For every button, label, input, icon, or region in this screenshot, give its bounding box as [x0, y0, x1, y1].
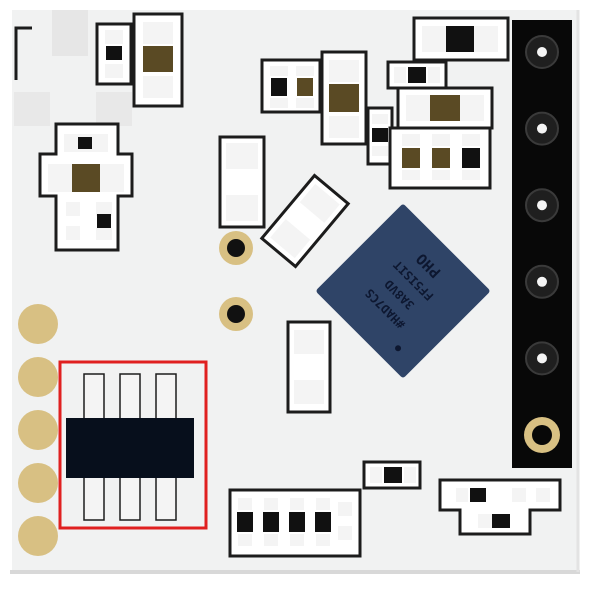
- qfn-ic: PHO FF5ISIT 3A8VD #HAD7CS: [316, 204, 490, 378]
- faded-pad: [96, 92, 132, 126]
- header-pin: [525, 264, 559, 299]
- header-pin: [525, 341, 559, 376]
- resistor-r5: [396, 86, 494, 130]
- component-q1: [38, 122, 134, 252]
- capacitor-c3: [259, 173, 351, 269]
- capacitor-c2: [218, 135, 266, 229]
- component-r2: [260, 58, 322, 114]
- component-r4: [412, 16, 510, 62]
- sot23-highlight-box: [58, 360, 208, 530]
- via: [219, 231, 253, 265]
- sot23-component: [66, 373, 194, 521]
- ic-pin1-dot: [395, 345, 402, 352]
- component-c5: [366, 106, 394, 166]
- resistor-r1: [132, 12, 184, 108]
- header-pin: [524, 417, 560, 453]
- faded-pad: [52, 10, 88, 56]
- header-pin: [525, 188, 559, 223]
- header-pin: [525, 111, 559, 146]
- edge-pad: [18, 357, 58, 397]
- component-array-1: [388, 126, 492, 190]
- edge-pad: [18, 463, 58, 503]
- via: [219, 297, 253, 331]
- edge-pad: [18, 410, 58, 450]
- header-pins: [524, 35, 560, 453]
- pin-header: [512, 20, 572, 468]
- edge-pad: [18, 516, 58, 556]
- faded-pad: [14, 92, 50, 126]
- edge-pad: [18, 304, 58, 344]
- component-c6: [386, 60, 448, 90]
- resistor-r3: [320, 50, 368, 146]
- edge-pads: [18, 304, 58, 556]
- capacitor-c4: [286, 320, 332, 414]
- component-q2: [438, 478, 562, 536]
- component-c7: [362, 460, 422, 490]
- resistor-array: [228, 488, 362, 558]
- silkscreen-corner: [14, 26, 32, 80]
- component-c1: [95, 22, 133, 86]
- header-pin: [525, 35, 559, 69]
